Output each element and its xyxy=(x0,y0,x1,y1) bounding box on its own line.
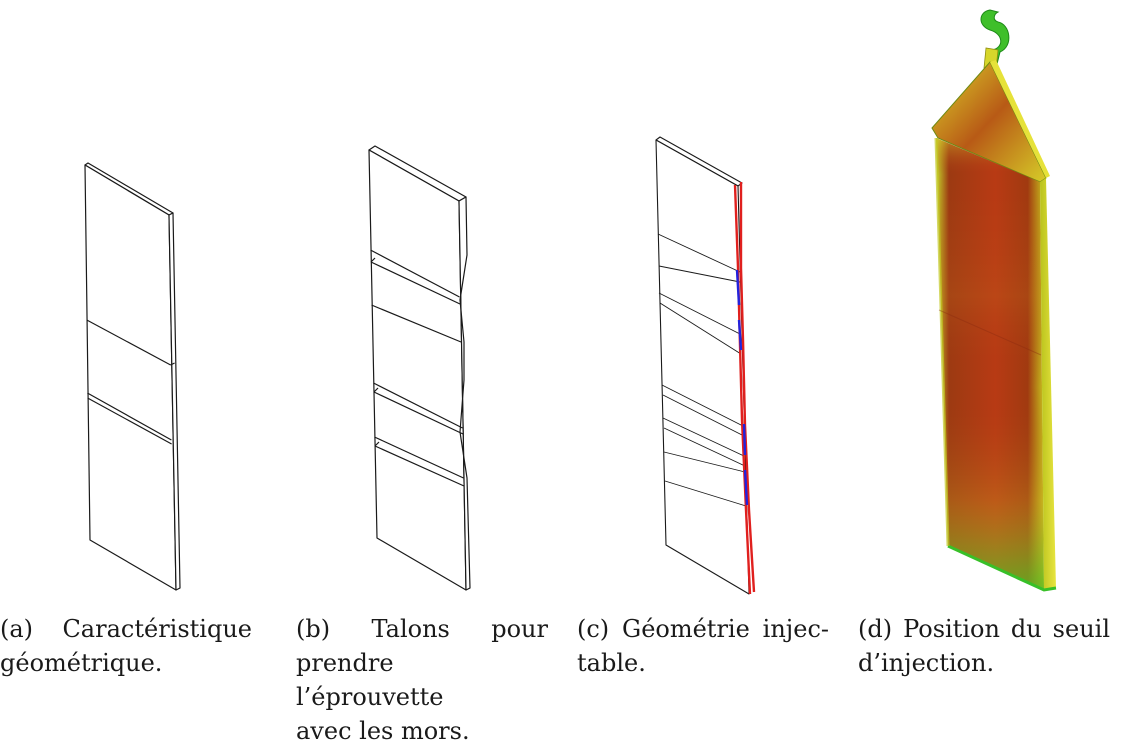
specimen-c-edges xyxy=(733,182,756,595)
caption-d-line-1: (d) Position du seuil xyxy=(858,615,1110,643)
specimen-b-drawing xyxy=(368,145,471,591)
caption-c-line-2: table. xyxy=(577,649,646,677)
caption-b-line-1: (b) Talons pour xyxy=(296,615,548,643)
caption-c-line-1: (c) Géométrie injec- xyxy=(577,615,829,643)
caption-b-line-2: prendre l’éprouvette xyxy=(296,649,444,711)
caption-b: (b) Talons pour prendre l’éprouvette ave… xyxy=(296,612,548,748)
caption-a-line-1: (a) Caractéristique xyxy=(0,615,252,643)
caption-d-line-2: d’injection. xyxy=(858,649,995,677)
specimen-a-drawing xyxy=(84,162,181,591)
figure-drawings xyxy=(84,9,1057,595)
specimen-c-drawing xyxy=(655,136,750,595)
caption-a-line-2: géométrique. xyxy=(0,649,163,677)
figure: (a) Caractéristique géométrique. (b) Tal… xyxy=(0,9,1110,745)
caption-a: (a) Caractéristique géométrique. xyxy=(0,612,252,680)
caption-b-line-3: avec les mors. xyxy=(296,717,470,745)
caption-c: (c) Géométrie injec- table. xyxy=(577,612,829,680)
specimen-d-simulation xyxy=(931,9,1057,592)
caption-d: (d) Position du seuil d’injection. xyxy=(858,612,1110,680)
